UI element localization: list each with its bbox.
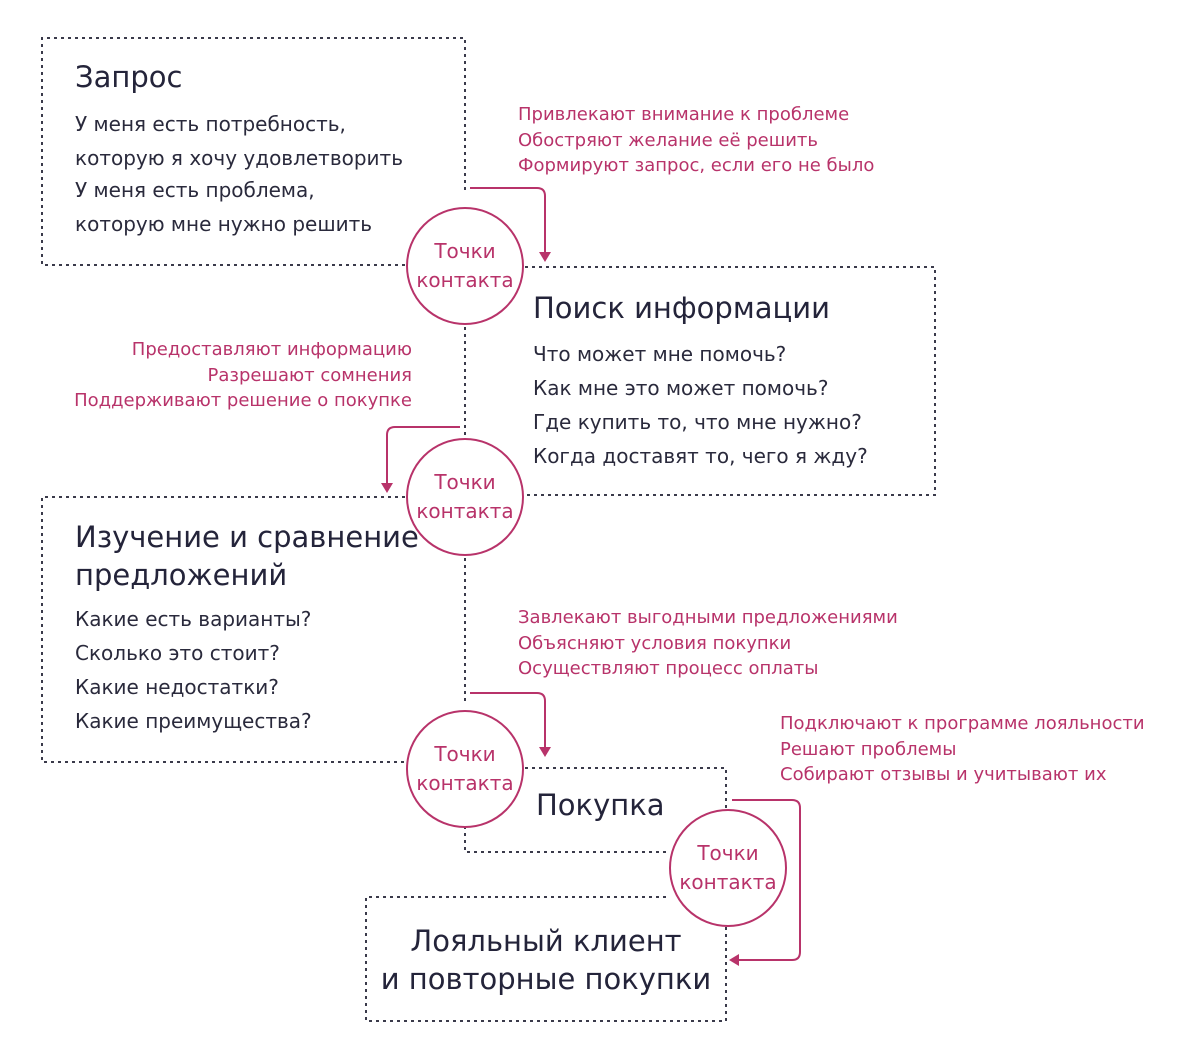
stage-request-text: У меня есть потребность, которую я хочу … <box>75 107 403 175</box>
actions-purchase: Подключают к программе лояльности Решают… <box>780 711 1145 788</box>
touchpoint-circle: Точки контакта <box>406 438 524 556</box>
stage-search-line: Где купить то, что мне нужно? <box>533 410 862 434</box>
action-item: Подключают к программе лояльности <box>780 713 1145 734</box>
stage-request-line: которую мне нужно решить <box>75 212 373 236</box>
touchpoint-circle: Точки контакта <box>406 710 524 828</box>
arrow-3 <box>470 692 546 750</box>
stage-search-text: Что может мне помочь? Как мне это может … <box>533 337 868 473</box>
actions-request: Привлекают внимание к проблеме Обостряют… <box>518 102 874 179</box>
stage-loyal-title-line: Лояльный клиент <box>410 924 682 958</box>
stage-compare-line: Какие недостатки? <box>75 675 279 699</box>
arrowhead-3 <box>539 747 551 757</box>
arrow-2 <box>386 426 460 486</box>
stage-compare-title-line: Изучение и сравнение <box>75 520 419 554</box>
stage-purchase-title: Покупка <box>536 788 665 822</box>
arrowhead-4 <box>729 954 739 966</box>
action-item: Объясняют условия покупки <box>518 632 792 654</box>
touchpoint-label-line: контакта <box>416 499 514 523</box>
stage-compare-title-line: предложений <box>75 558 288 592</box>
action-item: Обостряют желание её решить <box>518 129 818 151</box>
stage-search-title: Поиск информации <box>533 291 830 325</box>
touchpoint-label-line: контакта <box>416 268 514 292</box>
stage-request-text-2: У меня есть проблема, которую мне нужно … <box>75 173 372 241</box>
stage-request-line: которую я хочу удовлетворить <box>75 146 403 170</box>
box-search <box>525 266 936 496</box>
action-item: Поддерживают решение о покупке <box>74 390 412 411</box>
action-item: Привлекают внимание к проблеме <box>518 104 850 125</box>
touchpoint-label-line: Точки <box>434 470 496 494</box>
actions-compare: Завлекают выгодными предложениями Объясн… <box>518 605 898 682</box>
touchpoint-label: Точки контакта <box>416 740 513 798</box>
action-item: Предоставляют информацию <box>131 339 412 360</box>
stage-compare-title: Изучение и сравнение предложений <box>75 518 419 594</box>
stage-compare-line: Какие преимущества? <box>75 709 312 733</box>
touchpoint-label-line: контакта <box>416 771 514 795</box>
action-item: Собирают отзывы и учитывают их <box>780 764 1107 785</box>
stage-search-line: Как мне это может помочь? <box>533 376 829 400</box>
touchpoint-label-line: Точки <box>434 742 496 766</box>
stage-compare-text: Какие есть варианты? Сколько это стоит? … <box>75 602 312 738</box>
touchpoint-circle: Точки контакта <box>669 809 787 927</box>
stage-search-line: Что может мне помочь? <box>533 342 787 366</box>
stage-request-title: Запрос <box>75 60 183 94</box>
stage-search-line: Когда доставят то, чего я жду? <box>533 444 868 468</box>
arrowhead-1 <box>539 252 551 262</box>
touchpoint-label-line: контакта <box>679 870 777 894</box>
action-item: Разрешают сомнения <box>207 364 412 386</box>
box-purchase-bottom <box>464 826 668 853</box>
action-item: Формируют запрос, если его не было <box>518 155 875 176</box>
action-item: Завлекают выгодными предложениями <box>518 607 898 628</box>
stage-request-line: У меня есть проблема, <box>75 178 315 202</box>
stage-compare-line: Сколько это стоит? <box>75 641 280 665</box>
touchpoint-label-line: Точки <box>434 239 496 263</box>
touchpoint-label: Точки контакта <box>416 468 513 526</box>
actions-search: Предоставляют информацию Разрешают сомне… <box>74 337 412 414</box>
touchpoint-label: Точки контакта <box>416 237 513 295</box>
touchpoint-label: Точки контакта <box>679 839 776 897</box>
touchpoint-circle: Точки контакта <box>406 207 524 325</box>
arrow-1 <box>470 187 546 255</box>
stage-request-line: У меня есть потребность, <box>75 112 346 136</box>
action-item: Решают проблемы <box>780 738 957 760</box>
stage-loyal-title-line: и повторные покупки <box>380 962 712 996</box>
box-request <box>41 37 466 266</box>
arrow-4 <box>732 799 801 961</box>
action-item: Осуществляют процесс оплаты <box>518 658 819 679</box>
stage-compare-line: Какие есть варианты? <box>75 607 312 631</box>
stage-loyal-title: Лояльный клиент и повторные покупки <box>366 922 726 998</box>
touchpoint-label-line: Точки <box>697 841 759 865</box>
arrowhead-2 <box>381 483 393 493</box>
